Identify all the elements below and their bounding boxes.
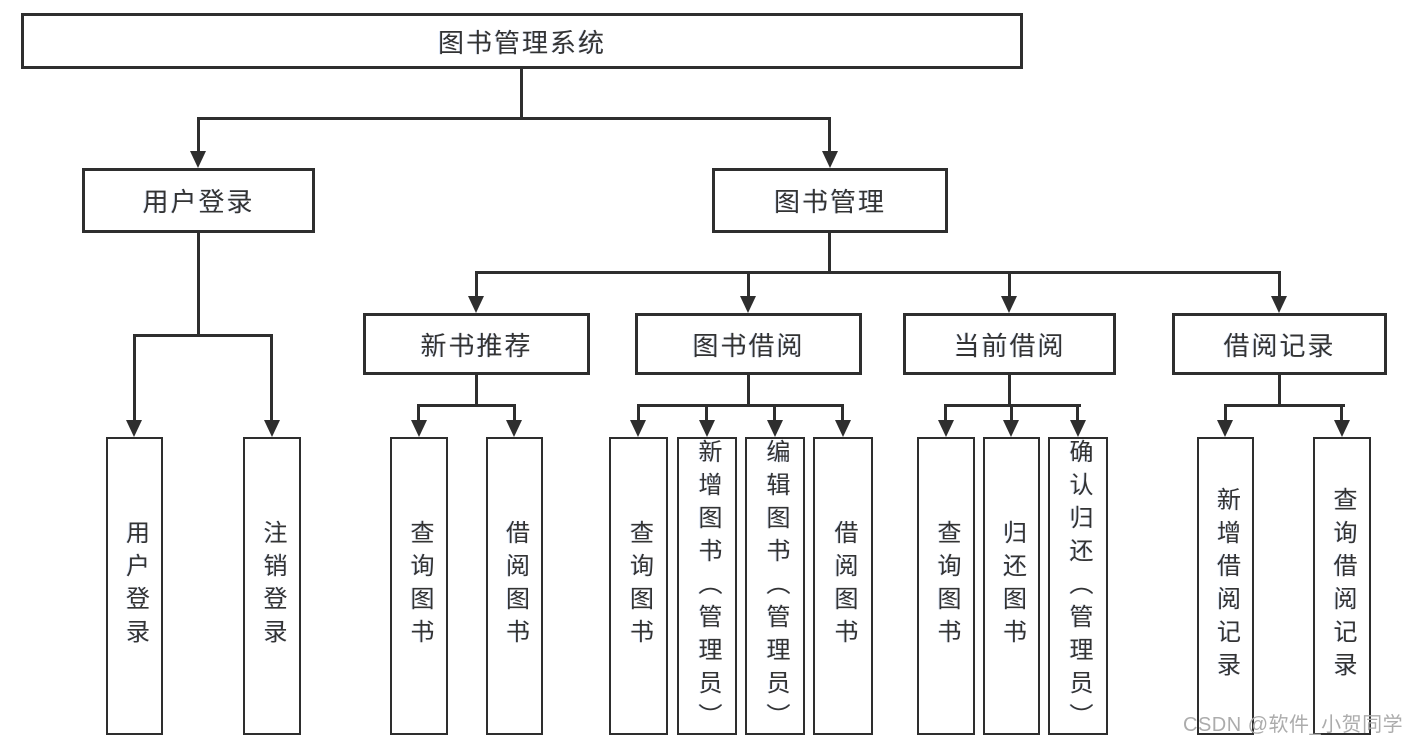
node-book-borrow: 图书借阅 [635, 313, 862, 375]
connector-line [475, 273, 478, 298]
leaf-edit-book-admin: 编辑图书（管理员） [745, 437, 805, 736]
leaf-return-book: 归还图书 [983, 437, 1040, 735]
connector-line [1008, 273, 1011, 298]
connector-line [270, 336, 273, 421]
connector-line [197, 233, 200, 336]
connector-line [841, 406, 844, 421]
leaf-label: 编辑图书（管理员） [762, 439, 789, 736]
node-user-login: 用户登录 [82, 168, 315, 233]
node-label: 借阅记录 [1223, 330, 1336, 361]
arrow-down-icon [506, 420, 522, 437]
connector-line [747, 374, 750, 406]
node-label: 新书推荐 [420, 330, 533, 361]
arrow-down-icon [1003, 420, 1019, 437]
connector-line [1278, 273, 1281, 298]
arrow-down-icon [190, 151, 206, 168]
leaf-user-login: 用户登录 [106, 437, 163, 735]
connector-line [417, 406, 420, 421]
leaf-label: 确认归还（管理员） [1065, 439, 1092, 736]
connector-line [705, 406, 708, 421]
arrow-down-icon [1001, 296, 1017, 313]
arrow-down-icon [1217, 420, 1233, 437]
connector-line [475, 271, 1281, 274]
connector-line [475, 374, 478, 406]
leaf-add-book-admin: 新增图书（管理员） [677, 437, 737, 736]
connector-line [1278, 374, 1281, 406]
connector-line [828, 233, 831, 274]
connector-line [747, 273, 750, 298]
leaf-label: 查询图书 [406, 520, 433, 652]
connector-line [637, 406, 640, 421]
connector-line [828, 119, 831, 153]
connector-line [637, 404, 844, 407]
connector-line [197, 119, 200, 153]
connector-line [133, 336, 136, 421]
leaf-label: 查询图书 [933, 520, 960, 652]
connector-line [513, 406, 516, 421]
leaf-query-books-current: 查询图书 [917, 437, 975, 735]
leaf-label: 查询图书 [625, 520, 653, 652]
node-book-management: 图书管理 [712, 168, 948, 233]
leaf-label: 用户登录 [121, 520, 149, 652]
arrow-down-icon [740, 296, 756, 313]
leaf-borrow-books-recommend: 借阅图书 [486, 437, 543, 735]
leaf-logout: 注销登录 [243, 437, 301, 735]
arrow-down-icon [264, 420, 280, 437]
leaf-label: 借阅图书 [501, 520, 529, 652]
node-root-label: 图书管理系统 [437, 27, 606, 58]
connector-line [944, 406, 947, 421]
leaf-label: 查询借阅记录 [1329, 487, 1356, 685]
connector-line [1224, 406, 1227, 421]
leaf-confirm-return-admin: 确认归还（管理员） [1048, 437, 1108, 736]
arrow-down-icon [1334, 420, 1350, 437]
node-label: 用户登录 [142, 187, 255, 217]
leaf-query-books-recommend: 查询图书 [390, 437, 448, 735]
leaf-query-borrow-record: 查询借阅记录 [1313, 437, 1371, 735]
arrow-down-icon [1070, 420, 1086, 437]
arrow-down-icon [630, 420, 646, 437]
leaf-label: 新增借阅记录 [1212, 487, 1240, 685]
connector-line [520, 69, 523, 119]
connector-line [1224, 404, 1345, 407]
arrow-down-icon [468, 296, 484, 313]
connector-line [944, 404, 1081, 407]
leaf-label: 新增图书（管理员） [694, 439, 721, 736]
arrow-down-icon [1271, 296, 1287, 313]
arrow-down-icon [126, 420, 142, 437]
leaf-label: 归还图书 [998, 520, 1026, 652]
leaf-label: 注销登录 [259, 520, 286, 652]
node-borrow-records: 借阅记录 [1172, 313, 1387, 375]
node-label: 图书管理 [773, 187, 886, 217]
leaf-label: 借阅图书 [830, 520, 857, 652]
connector-line [773, 406, 776, 421]
leaf-add-borrow-record: 新增借阅记录 [1197, 437, 1254, 735]
arrow-down-icon [822, 151, 838, 168]
arrow-down-icon [835, 420, 851, 437]
connector-line [1340, 406, 1343, 421]
node-label: 当前借阅 [953, 330, 1066, 361]
node-label: 图书借阅 [692, 330, 805, 361]
csdn-watermark: CSDN @软件_小贺同学 [1183, 714, 1404, 736]
node-new-book-recommend: 新书推荐 [363, 313, 590, 375]
arrow-down-icon [411, 420, 427, 437]
connector-line [1076, 406, 1079, 421]
node-root: 图书管理系统 [21, 13, 1023, 69]
leaf-borrow-books: 借阅图书 [813, 437, 873, 735]
node-current-borrow: 当前借阅 [903, 313, 1116, 375]
connector-line [1010, 406, 1013, 421]
connector-line [197, 117, 831, 120]
connector-line [1008, 374, 1011, 406]
leaf-query-books-borrow: 查询图书 [609, 437, 668, 735]
connector-line [133, 334, 273, 337]
arrow-down-icon [767, 420, 783, 437]
arrow-down-icon [699, 420, 715, 437]
arrow-down-icon [938, 420, 954, 437]
connector-line [417, 404, 516, 407]
